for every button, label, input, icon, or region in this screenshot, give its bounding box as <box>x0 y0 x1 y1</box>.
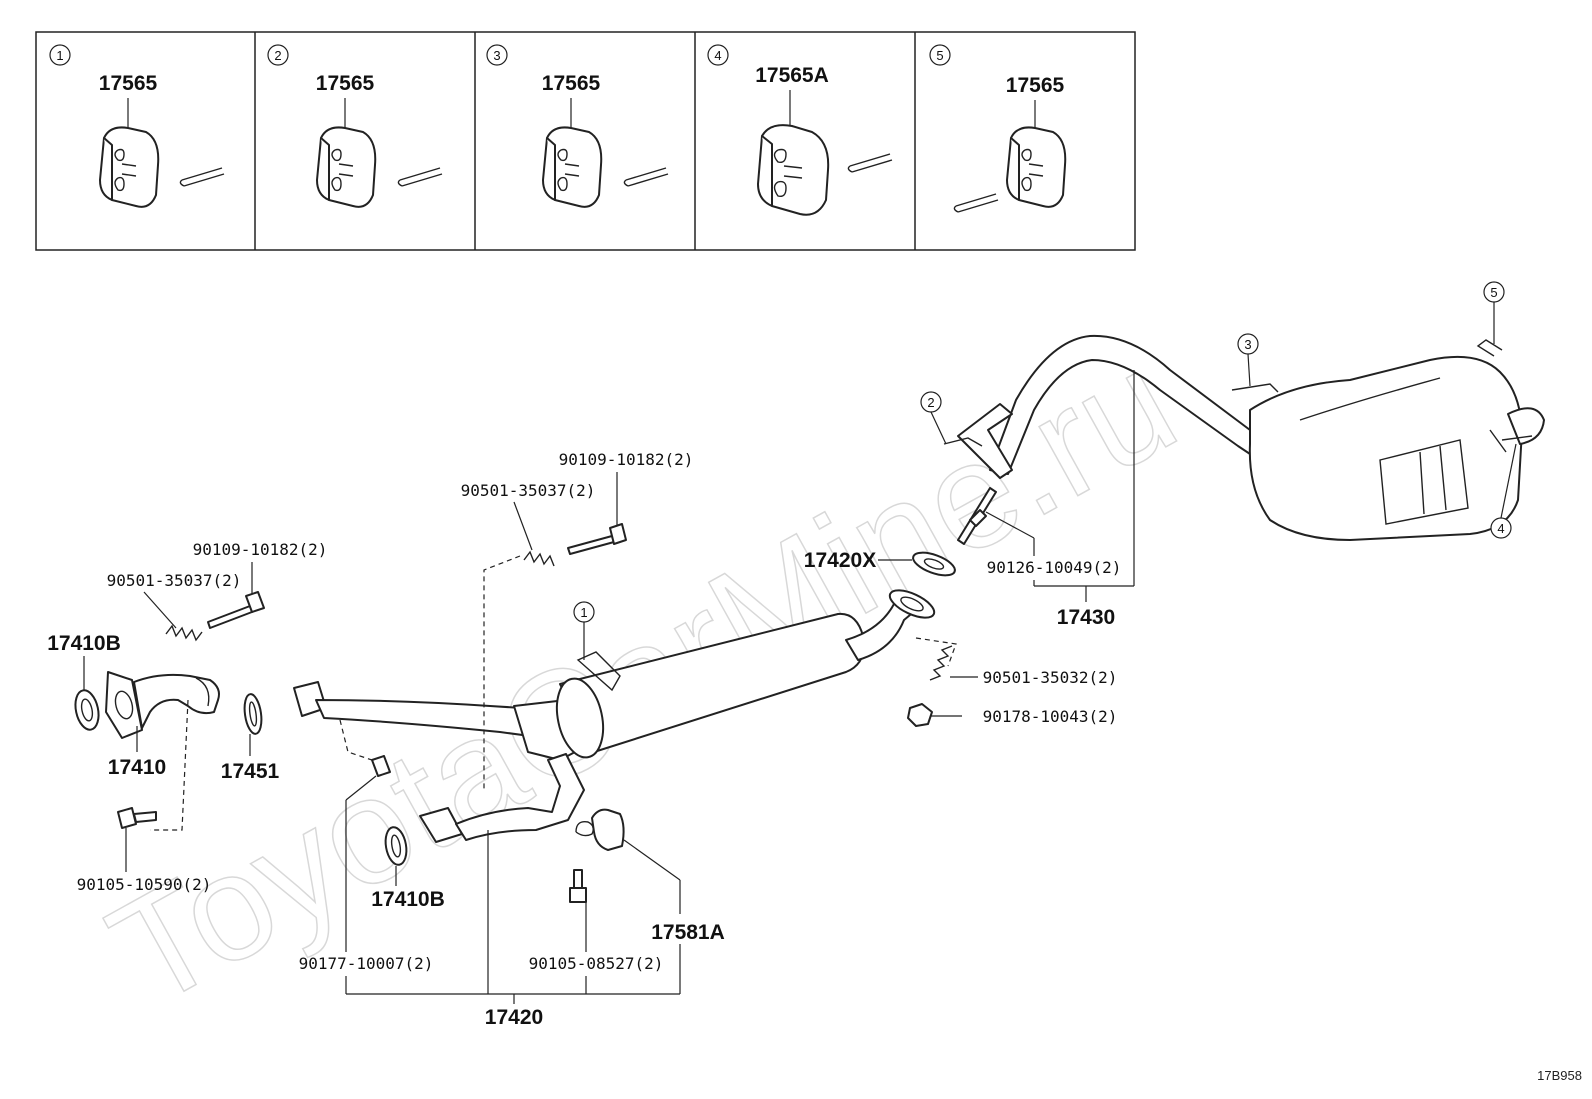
label-90105-08527[interactable]: 90105-08527(2) <box>529 954 664 973</box>
rubber-hanger-icon <box>953 126 1067 213</box>
panel-number: 4 <box>714 48 721 63</box>
label-90109-10182-center[interactable]: 90109-10182(2) <box>559 450 694 469</box>
svg-text:1: 1 <box>580 605 587 620</box>
callout-2[interactable]: 2 <box>920 391 947 445</box>
gasket-17420X[interactable] <box>910 548 958 580</box>
stud-90126-10049[interactable] <box>957 487 997 545</box>
bolt-90109-10182-center[interactable] <box>567 523 627 555</box>
label-17410[interactable]: 17410 <box>108 756 166 779</box>
panel-part-label: 17565 <box>542 72 601 95</box>
spring-90501-35037-center[interactable] <box>523 550 555 567</box>
label-90126-10049[interactable]: 90126-10049(2) <box>987 558 1122 577</box>
label-90501-35032[interactable]: 90501-35032(2) <box>983 668 1118 687</box>
label-90105-10590[interactable]: 90105-10590(2) <box>77 875 212 894</box>
rubber-hanger-icon <box>542 126 669 208</box>
callout-3[interactable]: 3 <box>1237 333 1259 387</box>
inset-panels <box>35 31 1136 251</box>
panel-number: 1 <box>56 48 63 63</box>
svg-text:3: 3 <box>1244 337 1251 352</box>
svg-text:4: 4 <box>1497 521 1504 536</box>
label-17581A[interactable]: 17581A <box>651 921 725 944</box>
label-17410B-bottom[interactable]: 17410B <box>371 888 445 911</box>
rubber-hanger-icon <box>757 124 893 216</box>
label-17451[interactable]: 17451 <box>221 760 280 783</box>
label-90178-10043[interactable]: 90178-10043(2) <box>983 707 1118 726</box>
center-pipe-17420[interactable] <box>293 585 938 843</box>
callout-1[interactable]: 1 <box>573 601 595 660</box>
bolt-90109-10182-left[interactable] <box>207 591 265 629</box>
label-90177-10007[interactable]: 90177-10007(2) <box>299 954 434 973</box>
callout-5[interactable]: 5 <box>1483 281 1505 344</box>
rubber-hanger-icon <box>316 126 443 208</box>
inset-panel-1[interactable]: 1 17565 <box>49 44 225 208</box>
inset-panel-3[interactable]: 3 17565 <box>486 44 669 208</box>
bolt-90105-08527[interactable] <box>569 869 587 903</box>
inset-panel-5[interactable]: 5 17565 <box>929 44 1067 213</box>
svg-text:5: 5 <box>1490 285 1497 300</box>
panel-number: 2 <box>274 48 281 63</box>
label-17420X[interactable]: 17420X <box>804 549 876 572</box>
hanger-17581A[interactable] <box>575 808 625 851</box>
nut-90178-10043[interactable] <box>907 703 933 727</box>
bolt-90105-10590[interactable] <box>117 807 157 829</box>
panel-part-label: 17565 <box>1006 74 1065 97</box>
inset-panel-4[interactable]: 4 17565A <box>707 44 893 216</box>
svg-text:2: 2 <box>927 395 934 410</box>
diagram-code: 17B958 <box>1537 1068 1582 1083</box>
rubber-hanger-icon <box>99 126 225 208</box>
spring-90501-35032[interactable] <box>929 645 953 681</box>
panel-part-label: 17565 <box>316 72 375 95</box>
label-17410B-top[interactable]: 17410B <box>47 632 121 655</box>
tail-pipe-assembly-17430[interactable] <box>943 334 1545 541</box>
label-17420[interactable]: 17420 <box>485 1006 543 1029</box>
label-90501-35037-center[interactable]: 90501-35037(2) <box>461 481 596 500</box>
inset-panel-2[interactable]: 2 17565 <box>267 44 443 208</box>
label-90501-35037-left[interactable]: 90501-35037(2) <box>107 571 242 590</box>
panel-part-label: 17565 <box>99 72 158 95</box>
gasket-17410B-bottom[interactable] <box>383 826 409 867</box>
callout-4[interactable]: 4 <box>1490 443 1517 539</box>
panel-number: 5 <box>936 48 943 63</box>
label-17430[interactable]: 17430 <box>1057 606 1115 629</box>
panel-number: 3 <box>493 48 500 63</box>
panel-part-label: 17565A <box>755 64 829 87</box>
label-90109-10182-left[interactable]: 90109-10182(2) <box>193 540 328 559</box>
spring-90501-35037-left[interactable] <box>165 624 203 642</box>
front-pipe-17410[interactable] <box>72 671 264 739</box>
nut-90177-10007[interactable] <box>371 755 391 777</box>
